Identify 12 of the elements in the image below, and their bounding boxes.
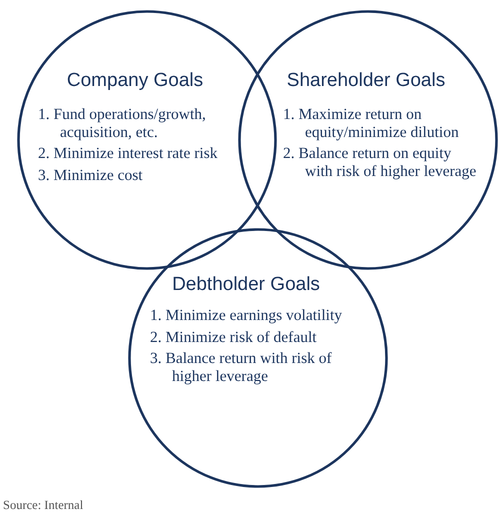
list-item: 3. Balance return with risk of higher leverage [150, 350, 333, 385]
circle-heading: Debtholder Goals [172, 274, 320, 296]
list-item: 2. Minimize interest rate risk [38, 145, 218, 162]
circle-heading: Company Goals [66, 70, 204, 92]
list-item: 1. Minimize earnings volatility [150, 307, 342, 324]
source-note: Source: Internal [3, 498, 84, 513]
circle-heading: Shareholder Goals [286, 70, 446, 92]
list-item: 2. Minimize risk of default [150, 328, 317, 346]
list-item: 1. Maximize return on equity/minimize dilution [283, 106, 460, 141]
list-item: 2. Balance return on equity with risk of higher leverage [283, 145, 478, 180]
list-item: 1. Fund operations/growth, acquisition, etc. [38, 106, 207, 141]
list-item: 3. Minimize cost [38, 166, 143, 184]
